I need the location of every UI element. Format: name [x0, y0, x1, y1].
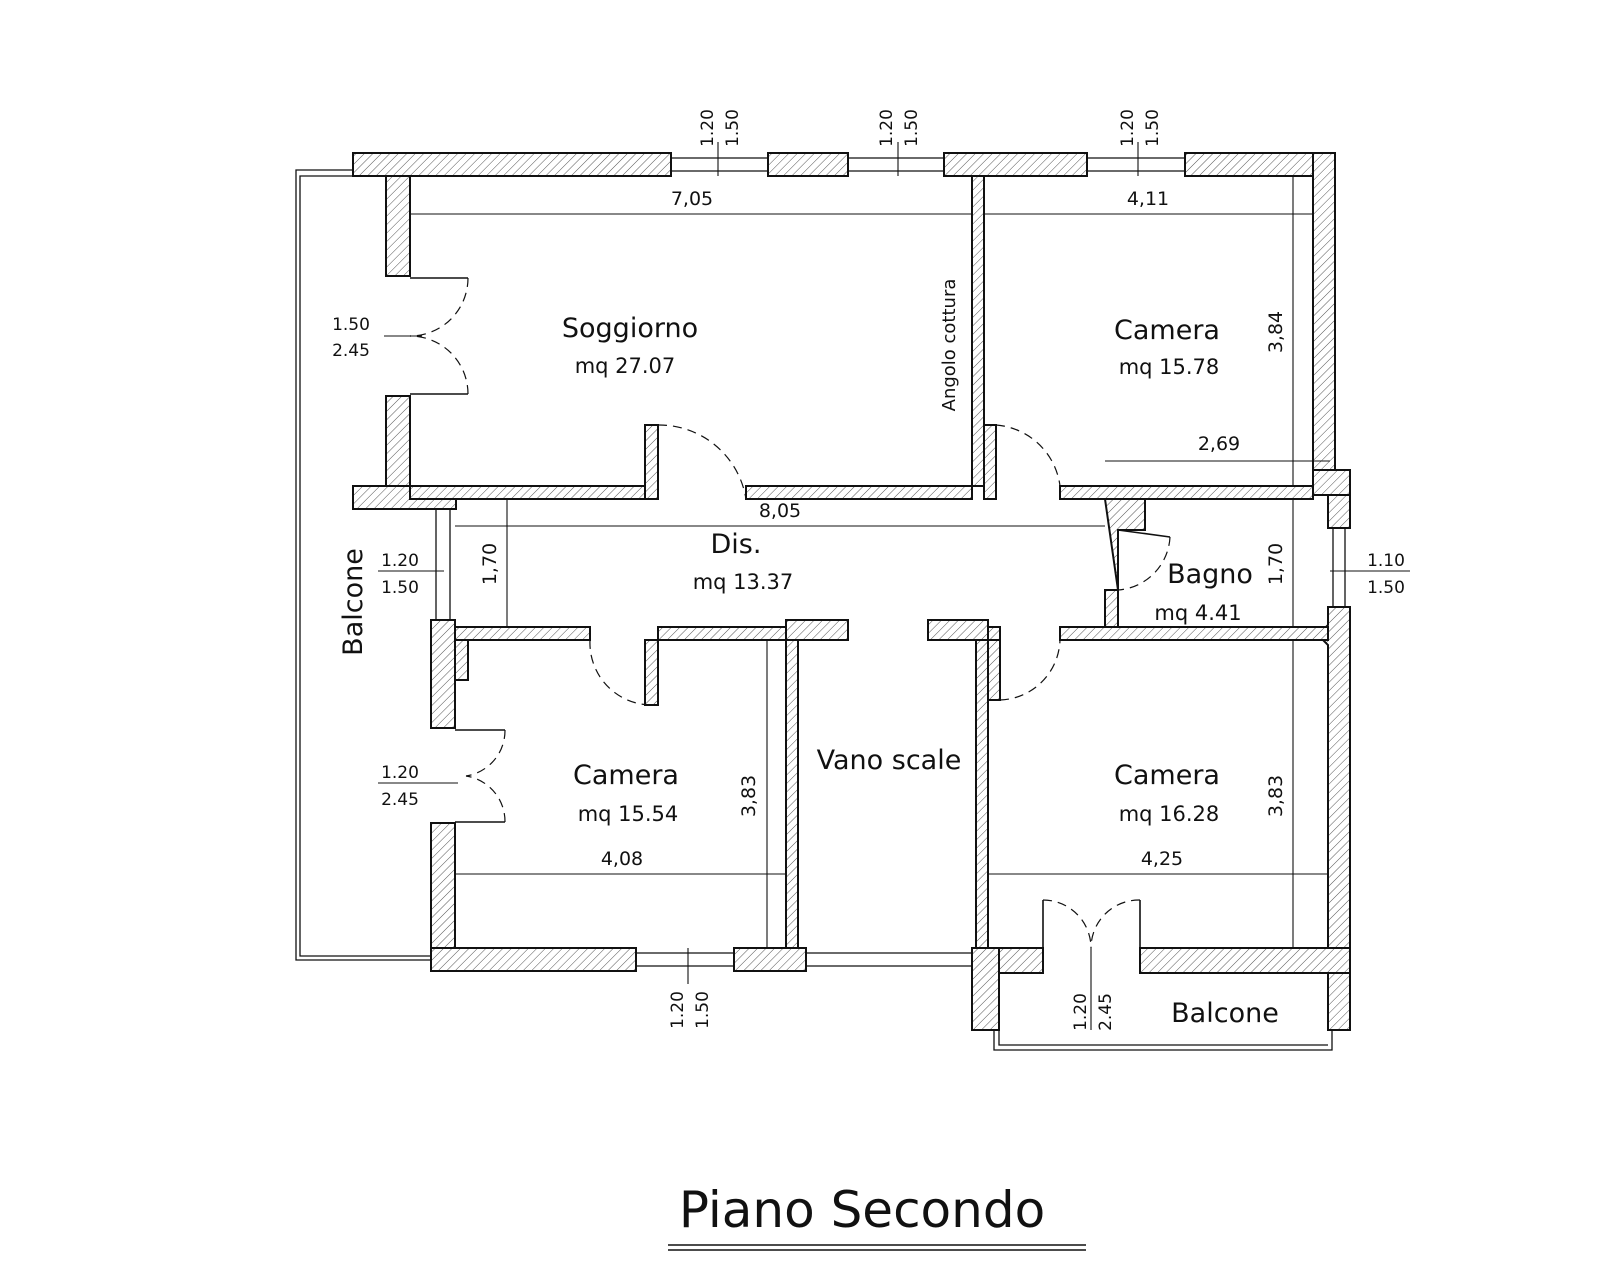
opening-top-1-b: 1.50 [723, 109, 743, 147]
room-dis-name: Dis. [711, 529, 762, 560]
dim-camera-ne-partial: 2,69 [1198, 433, 1240, 455]
wall-top-1 [352, 152, 672, 177]
plan-title: Piano Secondo [679, 1181, 1045, 1239]
opening-west-3-b: 2.45 [381, 790, 419, 810]
wall-corr-bottom-5 [987, 626, 1001, 641]
dimension-labels: 7,05 4,11 3,84 2,69 8,05 1,70 1,70 4,08 … [479, 188, 1287, 870]
opening-top-3-b: 1.50 [1143, 109, 1163, 147]
windows [295, 157, 1346, 1051]
room-camera-ne-name: Camera [1114, 315, 1220, 346]
opening-top-3-a: 1.20 [1118, 109, 1138, 147]
opening-east-1-b: 1.50 [1367, 578, 1405, 598]
wall-corr-bottom-1 [454, 626, 591, 641]
wall-bottom-2 [733, 947, 807, 972]
room-camera-ne-area: mq 15.78 [1119, 355, 1220, 379]
wall-east-jog [1312, 469, 1351, 496]
wall-int-cam-ne-2 [1059, 485, 1314, 500]
dim-soggiorno-width: 7,05 [671, 188, 713, 210]
opening-west-2-b: 1.50 [381, 578, 419, 598]
room-camera-sw-name: Camera [573, 760, 679, 791]
opening-west-2-a: 1.20 [381, 551, 419, 571]
wall-corr-bottom-4 [927, 619, 989, 641]
wall-int-sogg-bottom-2 [644, 424, 659, 500]
dim-camera-se-height: 3,83 [1265, 775, 1287, 817]
dim-bagno-height: 1,70 [1265, 543, 1287, 585]
dimension-lines [378, 142, 1410, 1030]
wall-west-lower-2 [430, 822, 456, 969]
doors [409, 277, 1171, 949]
dim-camera-sw-height: 3,83 [738, 775, 760, 817]
wall-west-lower-1 [430, 619, 456, 729]
wall-west-upper-2 [385, 395, 411, 487]
opening-bottom-2-b: 2.45 [1096, 993, 1116, 1031]
balcone-west-outline [299, 175, 431, 957]
wall-corr-bottom-3 [785, 619, 849, 641]
dim-camera-ne-height: 3,84 [1265, 311, 1287, 353]
wall-int-cam-ne-1 [983, 424, 997, 500]
room-balcone-west-name: Balcone [338, 548, 369, 656]
dim-dis-height: 1,70 [479, 543, 501, 585]
wall-vano-west [785, 639, 799, 949]
angolo-cottura-label: Angolo cottura [939, 279, 960, 412]
room-soggiorno-name: Soggiorno [562, 313, 698, 344]
dim-dis-width: 8,05 [759, 500, 801, 522]
room-camera-se-area: mq 16.28 [1119, 802, 1220, 826]
wall-east-upper [1312, 152, 1336, 471]
opening-bottom-2-a: 1.20 [1071, 993, 1091, 1031]
balcone-south-outline [998, 973, 1328, 1046]
wall-bottom-5 [1139, 947, 1351, 974]
room-camera-sw-area: mq 15.54 [578, 802, 679, 826]
room-bagno-name: Bagno [1167, 559, 1253, 590]
room-labels: Soggiorno mq 27.07 Camera mq 15.78 Dis. … [338, 279, 1279, 1029]
wall-bottom-4 [998, 947, 1044, 974]
wall-east-bagno-top [1327, 494, 1351, 529]
wall-vano-east [975, 639, 989, 949]
opening-west-3-a: 1.20 [381, 763, 419, 783]
dim-camera-se-width: 4,25 [1141, 848, 1183, 870]
wall-bottom-1 [430, 947, 637, 972]
wall-cam-sw-notch [454, 639, 469, 681]
wall-top-3 [943, 152, 1088, 177]
opening-top-2-a: 1.20 [877, 109, 897, 147]
opening-east-1-a: 1.10 [1367, 551, 1405, 571]
dim-camera-ne-width: 4,11 [1127, 188, 1169, 210]
room-vano-scale-name: Vano scale [817, 745, 962, 776]
wall-balcone-s-east [1327, 972, 1351, 1031]
room-dis-area: mq 13.37 [693, 570, 794, 594]
room-camera-se-name: Camera [1114, 760, 1220, 791]
wall-int-sogg-bottom-3 [745, 485, 973, 500]
dim-camera-sw-width: 4,08 [601, 848, 643, 870]
room-balcone-south-name: Balcone [1171, 998, 1279, 1029]
wall-int-sogg-bottom-1 [409, 485, 659, 500]
wall-top-2 [767, 152, 849, 177]
walls [352, 152, 1351, 1031]
opening-bottom-1-a: 1.20 [668, 991, 688, 1029]
wall-bagno-bottom [1059, 626, 1329, 641]
opening-west-1-a: 1.50 [332, 315, 370, 335]
wall-cam-se-jamb [987, 639, 1001, 701]
opening-bottom-1-b: 1.50 [693, 991, 713, 1029]
wall-cam-sw-jamb [644, 639, 659, 706]
room-bagno-area: mq 4.41 [1154, 601, 1241, 625]
wall-int-kitchen [971, 175, 985, 487]
wall-bottom-3 [971, 947, 1000, 1031]
opening-top-1-a: 1.20 [698, 109, 718, 147]
wall-bagno-west [1103, 498, 1146, 641]
opening-top-2-b: 1.50 [902, 109, 922, 147]
wall-corr-bottom-2 [657, 626, 787, 641]
room-soggiorno-area: mq 27.07 [575, 354, 676, 378]
opening-west-1-b: 2.45 [332, 341, 370, 361]
wall-west-upper-1 [385, 175, 411, 277]
opening-labels: 1.20 1.50 1.20 1.50 1.20 1.50 1.50 2.45 … [332, 109, 1405, 1031]
